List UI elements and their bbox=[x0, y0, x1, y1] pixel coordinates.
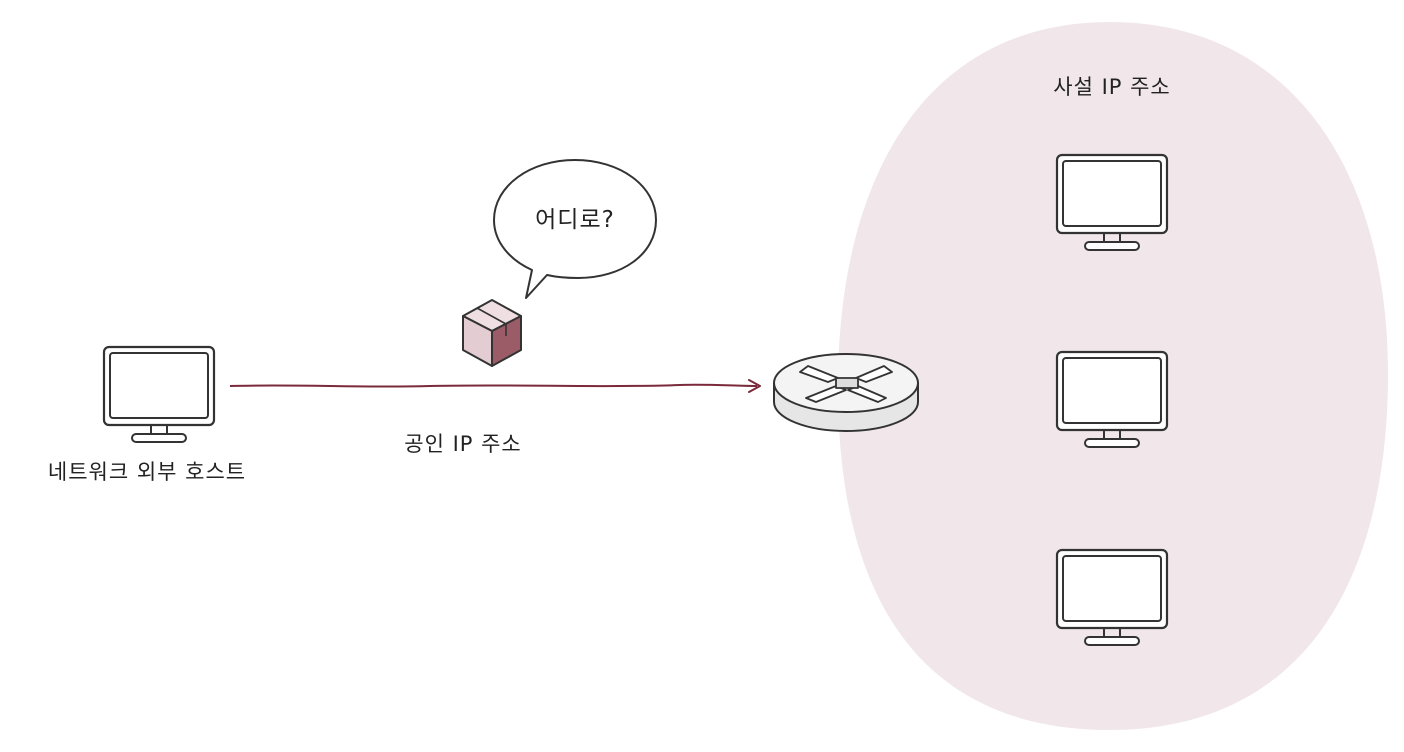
public-ip-arrow bbox=[229, 379, 761, 393]
external-host-monitor-icon bbox=[102, 345, 216, 444]
packet-box-icon bbox=[462, 299, 522, 367]
speech-bubble bbox=[493, 159, 657, 299]
public-ip-label: 공인 IP 주소 bbox=[404, 432, 522, 456]
speech-text: 어디로? bbox=[535, 207, 615, 233]
private-ip-label: 사설 IP 주소 bbox=[1053, 75, 1171, 99]
external-host-label: 네트워크 외부 호스트 bbox=[48, 460, 246, 484]
router-icon bbox=[773, 353, 919, 432]
